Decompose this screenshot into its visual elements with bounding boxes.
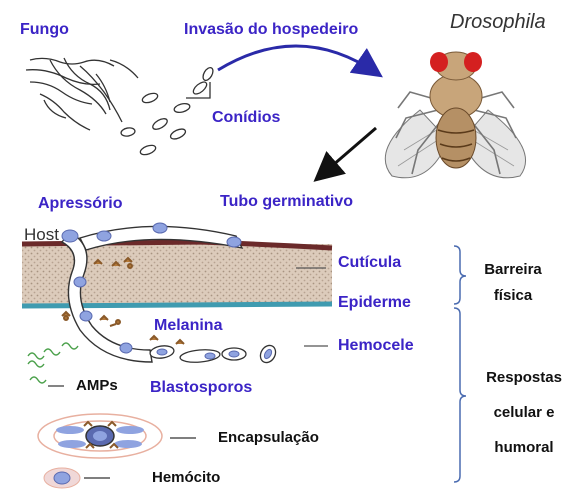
- label-amps: AMPs: [76, 378, 118, 393]
- label-barreira-line1: Barreira: [478, 262, 548, 277]
- label-hemocele: Hemocele: [338, 338, 414, 354]
- hemocyte-illustration: [44, 468, 80, 488]
- label-melanina: Melanina: [154, 318, 222, 334]
- label-hemocito: Hemócito: [152, 470, 220, 485]
- label-respostas-line1: Respostas: [476, 370, 572, 385]
- label-respostas-line3: humoral: [476, 440, 572, 455]
- conidia-illustration: [120, 66, 215, 157]
- label-encapsulacao: Encapsulação: [218, 430, 319, 445]
- encapsulation-illustration: [38, 414, 162, 458]
- label-barreira-line2: física: [478, 288, 548, 303]
- amps-illustration: [28, 343, 78, 383]
- label-fungo: Fungo: [20, 22, 69, 38]
- label-conidios: Conídios: [212, 110, 280, 126]
- invasion-arrow: [218, 46, 378, 74]
- label-respostas-line2: celular e: [476, 405, 572, 420]
- label-drosophila: Drosophila: [450, 12, 546, 32]
- drosophila-fly-illustration: [385, 52, 525, 178]
- label-blastosporos: Blastosporos: [150, 380, 252, 396]
- response-bracket: [454, 308, 466, 482]
- label-apressorio: Apressório: [38, 196, 122, 212]
- fungus-hyphae-illustration: [26, 58, 138, 130]
- label-tubo: Tubo germinativo: [220, 194, 353, 210]
- label-invasao: Invasão do hospedeiro: [184, 22, 358, 38]
- label-epiderme: Epiderme: [338, 295, 411, 311]
- label-host: Host: [24, 226, 59, 243]
- label-cuticula: Cutícula: [338, 255, 401, 271]
- detail-arrow: [318, 128, 376, 178]
- barrier-bracket: [454, 246, 466, 304]
